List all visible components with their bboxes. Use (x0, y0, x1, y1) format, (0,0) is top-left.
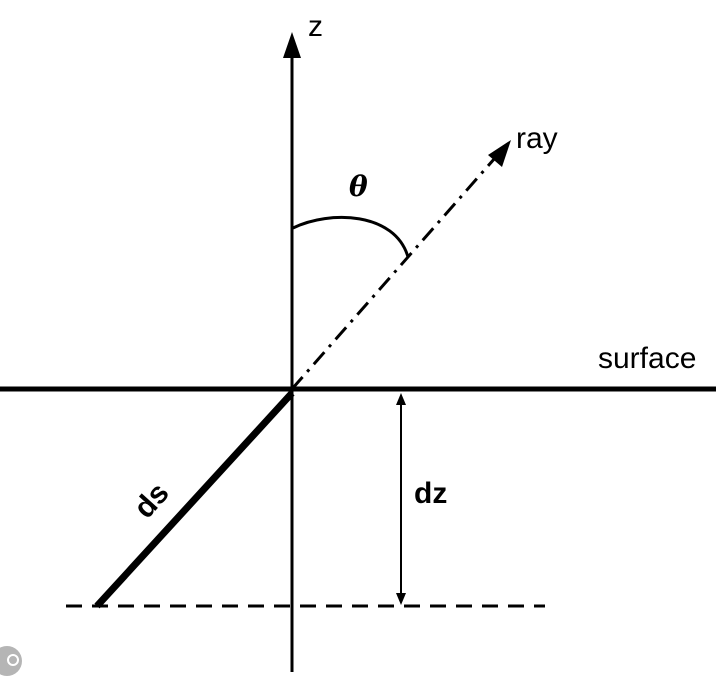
surface-label: surface (598, 342, 696, 375)
dz-label: dz (414, 477, 447, 510)
ray-arrowhead (488, 140, 511, 167)
z-axis-label: z (308, 10, 323, 43)
theta-arc (292, 215, 410, 258)
ray-line (290, 157, 497, 390)
z-axis-arrowhead (283, 32, 301, 58)
ds-segment (94, 390, 295, 609)
ds-label: ds (128, 477, 176, 525)
link-icon[interactable] (0, 646, 22, 676)
dz-arrowhead-top (396, 393, 406, 405)
dz-arrowhead-bottom (396, 593, 406, 605)
theta-label: θ (349, 170, 368, 203)
link-icon-dot (7, 654, 19, 666)
ray-label: ray (516, 122, 558, 155)
